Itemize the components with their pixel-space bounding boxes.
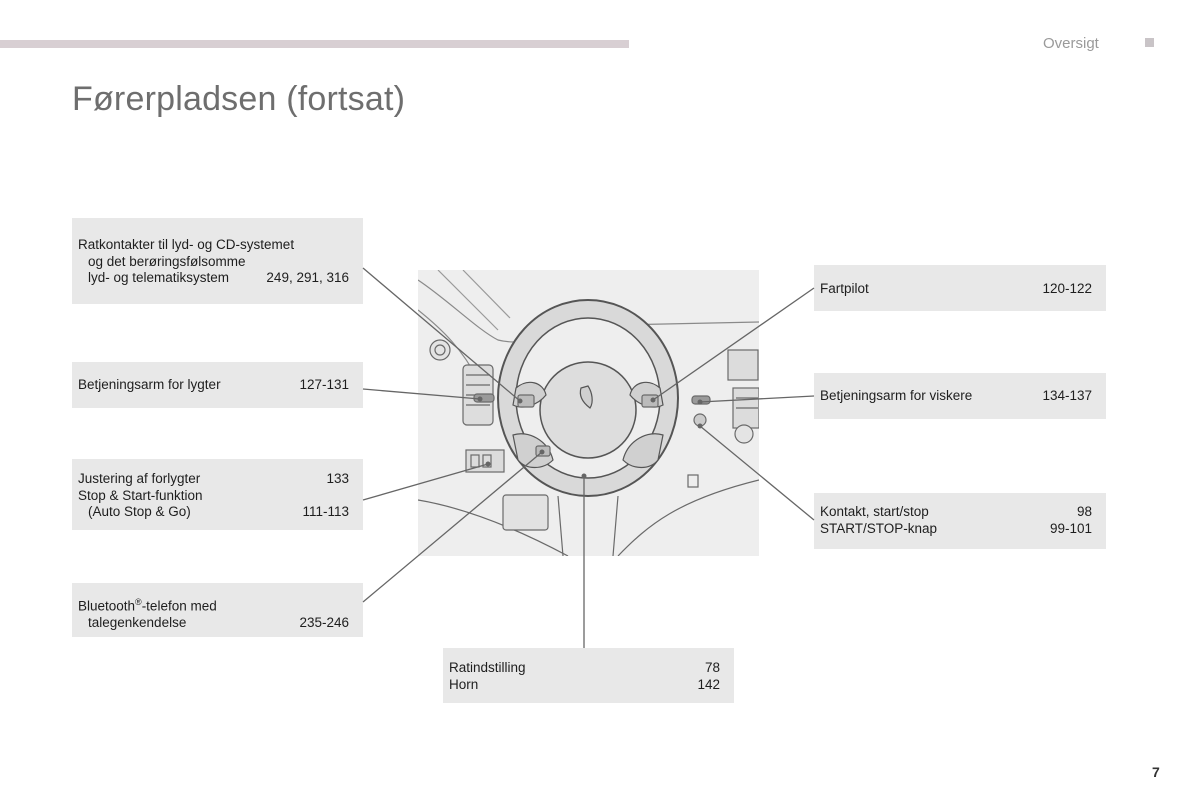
page-title: Førerpladsen (fortsat) [72,80,406,118]
callout-steering-controls[interactable]: Ratkontakter til lyd- og CD-systemet og … [72,218,363,304]
callout-text: Horn [449,676,479,692]
page-ref: 111-113 [302,504,349,519]
dashboard-illustration [418,270,759,556]
callout-text: Ratindstilling [449,660,526,675]
page-ref: 98 [1076,504,1092,519]
page-ref: 249, 291, 316 [266,270,349,285]
callout-text: talegenkendelse [88,615,187,630]
callout-bluetooth[interactable]: Bluetooth®-telefon med talegenkendelse 23… [72,583,363,637]
callout-text: lyd- og telematiksystem [88,270,230,285]
callout-ignition[interactable]: Kontakt, start/stop 98 START/STOP-knap 99-… [814,493,1106,549]
page-ref: 120-122 [1042,281,1092,296]
callout-headlamp-stopstart[interactable]: Justering af forlygter 133 Stop & Start-f… [72,459,363,530]
callout-text: Bluetooth®-telefon med [78,597,217,614]
section-marker [1145,38,1154,47]
page-ref: 99-101 [1049,520,1092,536]
callout-lighting-stalk[interactable]: Betjeningsarm for lygter 127-131 [72,362,363,408]
callout-text: START/STOP-knap [820,520,938,536]
page-ref: 133 [326,471,349,486]
callout-wheel-adjust-horn[interactable]: Ratindstilling 78 Horn 142 [443,648,734,703]
page-ref: 134-137 [1042,388,1092,403]
callout-text: og det berøringsfølsomme [88,253,246,269]
header-rule [0,40,629,48]
page-ref: 142 [697,676,720,692]
page-ref: 235-246 [299,615,349,630]
callout-text: (Auto Stop & Go) [88,504,191,519]
steering-wheel-drawing [418,270,759,556]
section-label: Oversigt [1043,35,1099,52]
callout-text: Fartpilot [820,281,869,296]
callout-text: Kontakt, start/stop [820,504,929,519]
callout-text: Betjeningsarm for viskere [820,388,973,403]
callout-text: Justering af forlygter [78,471,201,486]
page-ref: 78 [704,660,720,675]
callout-wiper-stalk[interactable]: Betjeningsarm for viskere 134-137 [814,373,1106,419]
page-ref: 127-131 [299,377,349,392]
callout-cruise-control[interactable]: Fartpilot 120-122 [814,265,1106,311]
page-number: 7 [1152,764,1160,780]
callout-text: Ratkontakter til lyd- og CD-systemet [78,237,295,252]
callout-text: Stop & Start-funktion [78,487,203,503]
callout-text: Betjeningsarm for lygter [78,377,221,392]
